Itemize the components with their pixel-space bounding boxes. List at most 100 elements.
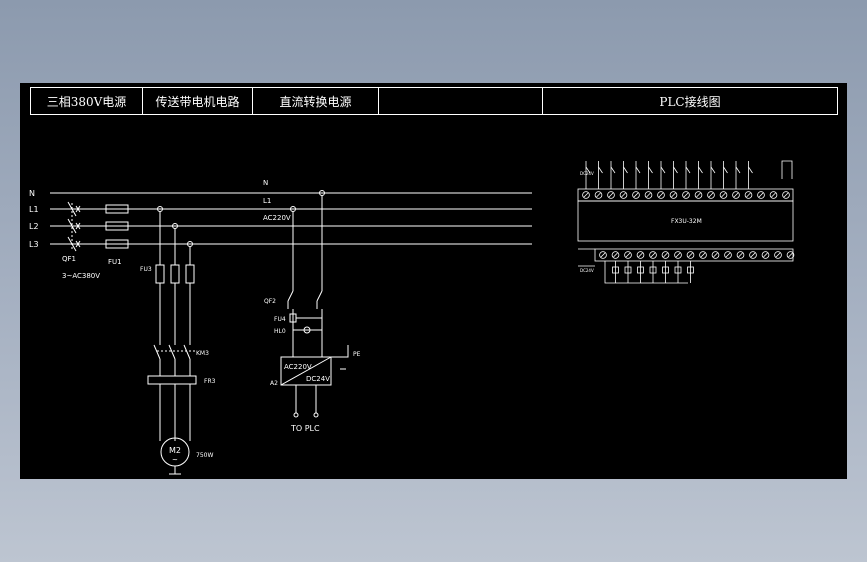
plc-bottom-terminal-mark [613,252,618,258]
plc-top-terminal [644,191,653,199]
plc-top-terminal-mark [783,192,789,198]
plc-bottom-terminal-mark [713,252,718,258]
plc-body [577,200,794,242]
ps-ac-label: AC220V [263,214,291,222]
to-plc-label: TO PLC [290,424,320,433]
plc-input-contact [623,166,628,174]
plc-top-terminal-mark [646,192,651,198]
fu3-label: FU3 [140,266,152,273]
plc-top-terminal [769,191,778,199]
ps-n-label: N [263,179,268,187]
plc-bottom-terminal-mark [675,252,681,258]
title-bar: 三相380V电源 传送带电机电路 直流转换电源 PLC接线图 [30,87,838,115]
plc-bottom-terminal-mark [688,252,693,258]
plc-input-contact [660,166,666,174]
qf1-breaker [67,201,81,252]
plc-input-contact [598,166,603,174]
plc-top-terminal-mark [721,192,726,198]
pe-label: PE [353,351,361,358]
plc-top-terminal [707,191,715,199]
plc-model-label: FX3U-32M [671,218,702,225]
plc-bottom-terminal [761,251,770,259]
plc-bottom-terminal-mark [663,252,668,258]
plc-bottom-terminal-strip [594,248,794,262]
bus-l3-label: L3 [29,240,39,249]
schematic: N L1 L2 L3 QF1 3~AC380V FU1 [29,160,795,475]
plc-output-coil [662,266,669,274]
plc-bottom-terminal-mark [638,252,643,258]
fu4-label: FU4 [274,316,286,323]
bus-l1-label: L1 [29,205,39,214]
plc-output-coil [612,266,619,274]
motor-branch [147,206,197,475]
motor-power-label: 750W [196,452,213,459]
dc24-label: DC24V [306,375,330,383]
plc-input-contact [585,166,591,174]
plc-input-contact [723,166,728,174]
plc-top-terminal-mark [683,192,689,198]
plc-output-common [604,261,688,284]
fu1-label: FU1 [108,258,122,266]
plc-bottom-terminal-mark [725,252,731,258]
plc-top-terminal-mark [758,192,764,198]
plc-top-terminal [744,191,753,199]
a2-label: A2 [270,380,278,387]
plc-bottom-terminal [749,251,757,259]
plc-bottom-terminal [699,251,707,259]
plc-top-terminal-mark [583,192,589,198]
plc-bottom-terminal-mark [775,252,781,258]
plc-bottom-terminal [724,251,732,259]
plc-top-terminal-mark [658,192,664,198]
plc-top-terminal [719,191,728,199]
plc-input-contact [698,166,703,174]
plc-bottom-terminal [599,251,607,259]
plc-output-coil [637,266,644,274]
plc-bottom-terminal-mark [625,252,631,258]
plc-bottom-terminal [636,251,645,259]
plc-top-terminal-mark [671,192,676,198]
plc-bottom-terminal-mark [750,252,756,258]
plc-output-coil [687,266,694,274]
plc-bottom-terminal [686,251,695,259]
fu1-fuses [105,204,129,249]
title-cell-blank [379,88,543,114]
plc-top-terminal-mark [621,192,626,198]
plc-com-link [781,160,793,179]
plc-input-contact [748,166,753,174]
plc-top-terminal-mark [633,192,639,198]
plc-top-terminal [732,191,740,199]
plc-input-contact [710,166,716,174]
plc-top-terminal [669,191,678,199]
qf2-label: QF2 [264,298,276,305]
plc-top-terminal [607,191,615,199]
three-phase-bus [50,192,532,245]
ps-l1-label: L1 [263,197,271,205]
ac220-label: AC220V [284,363,312,371]
motor-symbol: ~ [172,456,178,464]
plc-top-terminal [619,191,628,199]
plc-top-terminal-mark [608,192,614,198]
plc-input-contact [673,166,678,174]
title-cell-power: 三相380V电源 [31,88,143,114]
plc-top-terminal-mark [746,192,751,198]
plc-input-contact [648,166,653,174]
plc-input-contact [610,166,616,174]
plc-bottom-terminal [624,251,632,259]
plc-top-terminal [682,191,690,199]
plc-top-terminal [757,191,765,199]
plc-top-terminal-mark [696,192,701,198]
plc-wiring [577,160,795,284]
title-cell-conveyor: 传送带电机电路 [143,88,253,114]
plc-input-contact [735,166,741,174]
drawing-sheet: 三相380V电源 传送带电机电路 直流转换电源 PLC接线图 N L1 L2 L… [20,83,847,479]
title-cell-plc: PLC接线图 [659,94,721,109]
plc-bottom-terminal-mark [763,252,768,258]
plc-bottom-terminal-mark [788,252,793,258]
plc-top-terminal-mark [733,192,739,198]
plc-top-terminal [782,191,790,199]
supply-label: 3~AC380V [62,272,100,280]
plc-dc24v-bottom-label: DC24V [580,268,594,273]
plc-input-contact [635,166,641,174]
plc-bottom-terminal [674,251,682,259]
plc-top-terminal [657,191,665,199]
